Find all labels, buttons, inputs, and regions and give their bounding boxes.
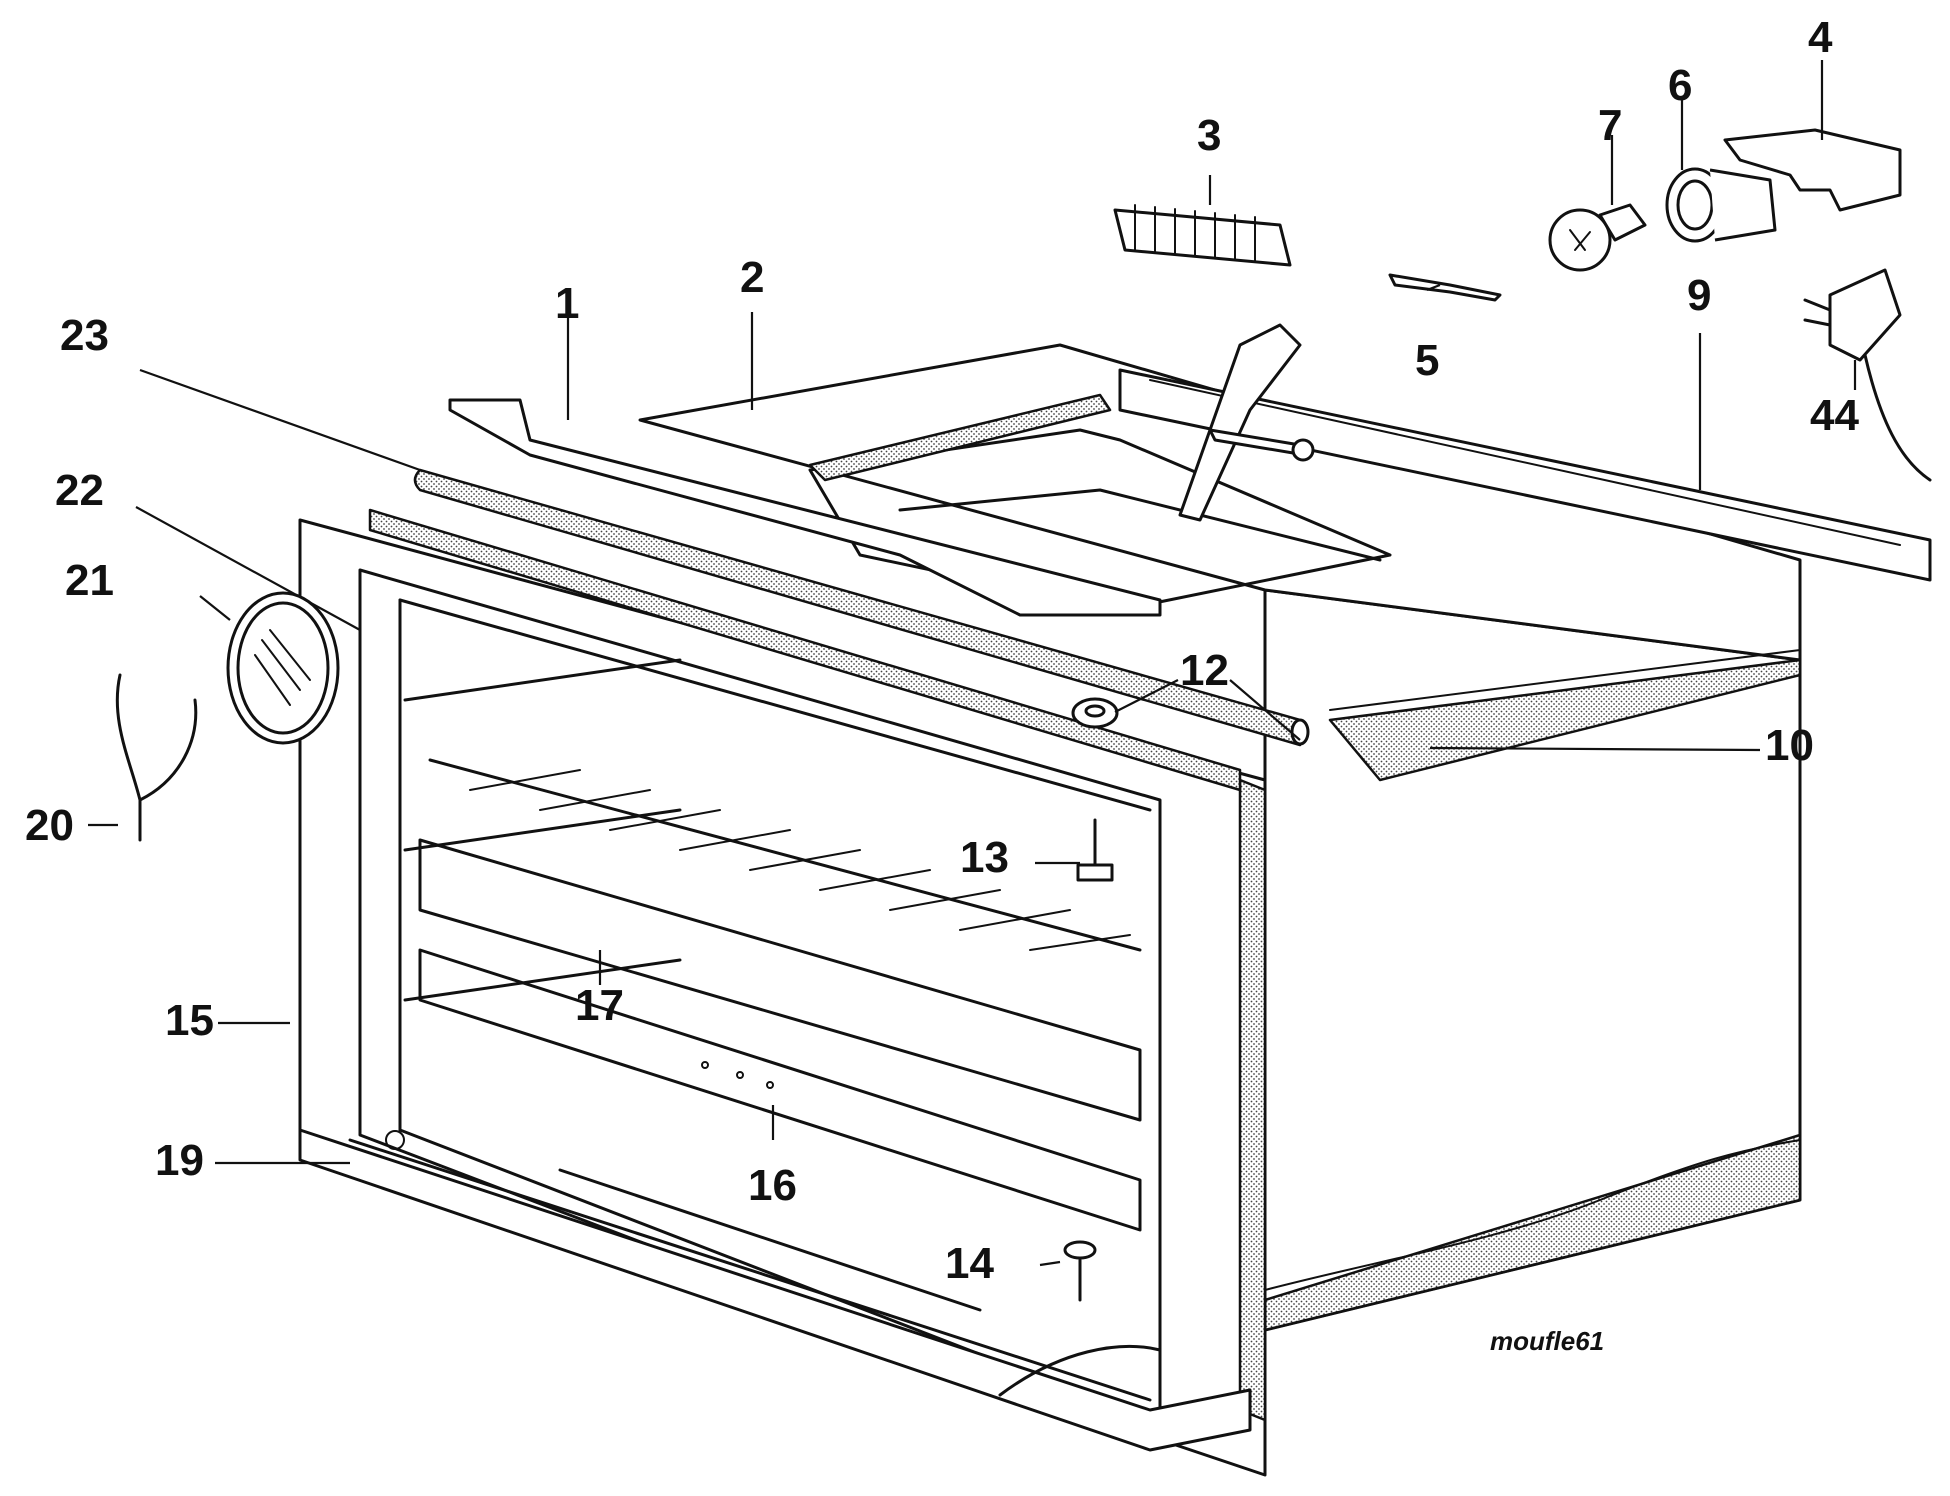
callout-14: 14 [945, 1239, 994, 1288]
leader-lines [88, 60, 1857, 1267]
callout-9: 9 [1687, 271, 1711, 320]
callout-labels: 1 2 3 4 5 6 7 9 10 12 13 14 15 16 17 19 … [25, 13, 1859, 1356]
callout-3: 3 [1197, 111, 1221, 160]
callout-16: 16 [748, 1161, 797, 1210]
oven-cavity [638, 343, 1932, 1332]
callout-22: 22 [55, 466, 104, 515]
clip [1388, 273, 1502, 302]
front-frame [298, 518, 1267, 1477]
callout-23: 23 [60, 311, 109, 360]
bottom-pan [348, 1130, 1162, 1402]
power-plug [1803, 268, 1932, 482]
callout-15: 15 [165, 996, 214, 1045]
callout-21: 21 [65, 556, 114, 605]
grommet [1071, 697, 1119, 729]
callout-5: 5 [1415, 336, 1439, 385]
callout-20: 20 [25, 801, 74, 850]
lamp-bulb [1548, 203, 1647, 272]
callout-10: 10 [1765, 721, 1814, 770]
callout-4: 4 [1808, 13, 1833, 62]
callout-13: 13 [960, 833, 1009, 882]
callout-19: 19 [155, 1136, 204, 1185]
callout-17: 17 [575, 981, 624, 1030]
wire-shelf [418, 758, 1142, 1122]
drawing-credit: moufle61 [1490, 1326, 1604, 1356]
callout-12: 12 [1180, 646, 1229, 695]
screw-14 [1063, 1240, 1097, 1302]
callout-6: 6 [1668, 61, 1692, 110]
baking-tray [418, 948, 1142, 1232]
screw-13 [1076, 818, 1114, 882]
callout-44: 44 [1810, 391, 1859, 440]
oven-window-glass [226, 591, 340, 745]
terminal-block [1113, 204, 1292, 267]
top-rail-bracket [448, 398, 1162, 617]
lamp-holder [1665, 167, 1777, 243]
glass-seal [115, 673, 198, 842]
heating-element-tube [413, 468, 1302, 747]
thermostat-probe [1178, 323, 1315, 522]
callout-7: 7 [1598, 101, 1622, 150]
callout-1: 1 [555, 279, 579, 328]
callout-2: 2 [740, 253, 764, 302]
door-seal-strip [368, 508, 1242, 792]
lamp-bracket [1723, 128, 1902, 212]
